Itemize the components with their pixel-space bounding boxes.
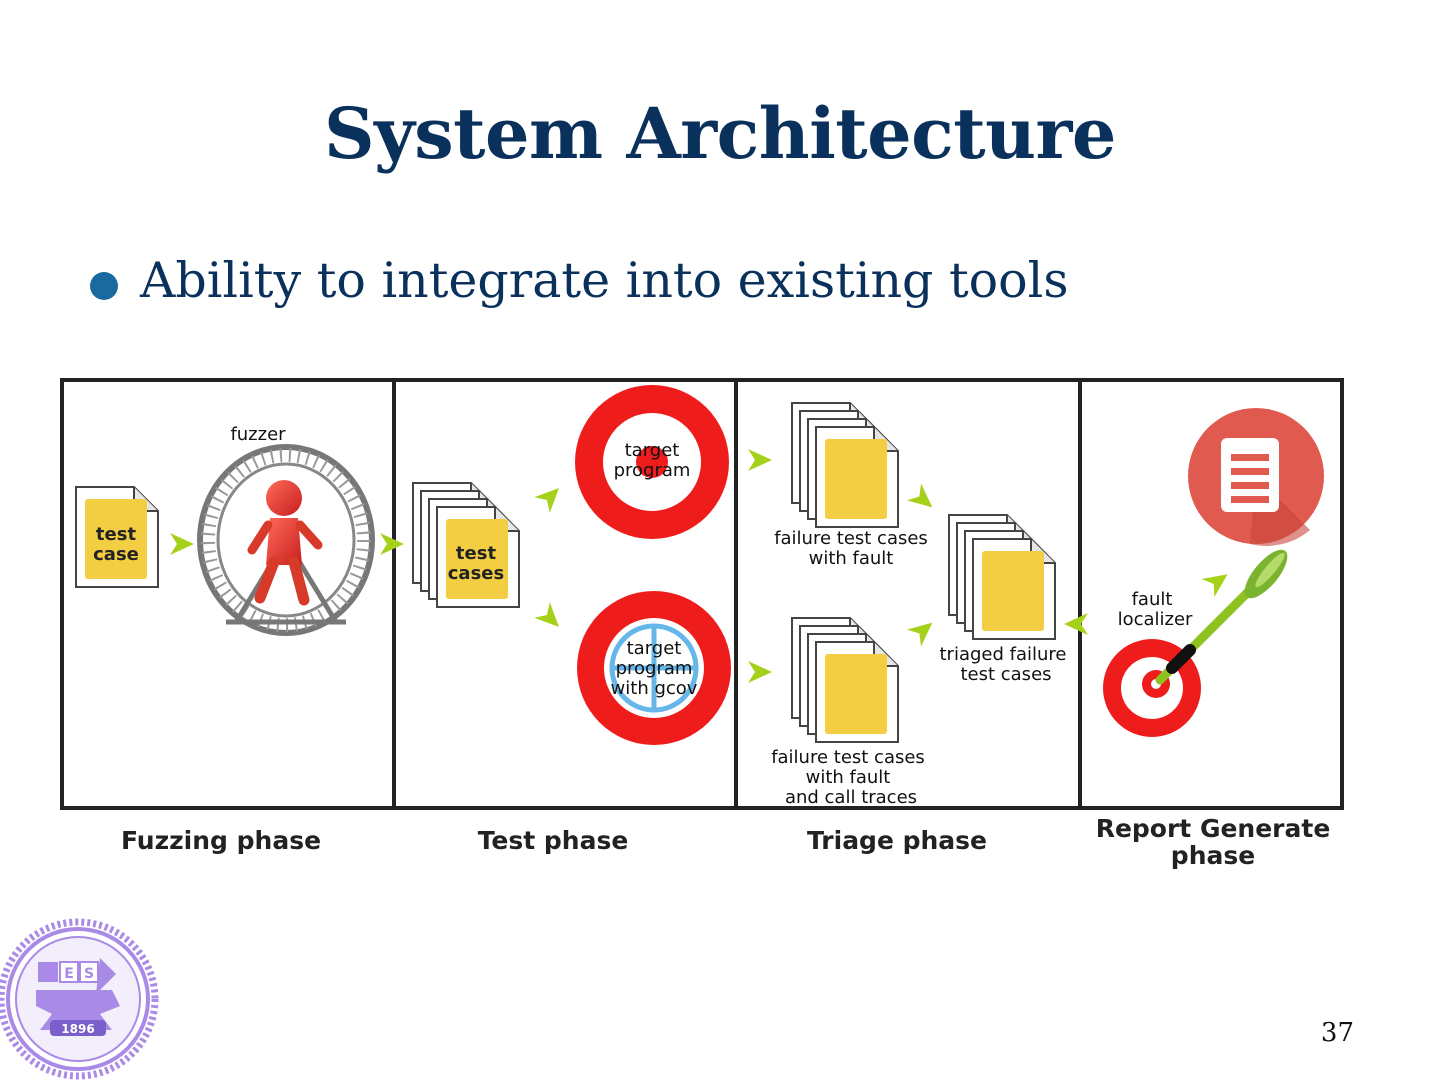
dart-target-icon bbox=[1103, 549, 1288, 737]
triage-phase-label: Triage phase bbox=[807, 826, 987, 855]
university-seal-logo: E S 1896 bbox=[0, 918, 159, 1080]
test-case-label-line1: test bbox=[96, 524, 137, 545]
failure-traces-label-line3: and call traces bbox=[785, 787, 917, 808]
architecture-diagram: test case fuzzer test cases target progr… bbox=[60, 378, 1344, 870]
report-phase-label-line2: phase bbox=[1171, 841, 1255, 870]
logo-letter-s: S bbox=[84, 966, 94, 982]
fuzzing-phase-label: Fuzzing phase bbox=[121, 826, 321, 855]
logo-letter-e: E bbox=[64, 966, 74, 982]
bullet-icon bbox=[90, 272, 118, 300]
target-program-label-line1: target bbox=[625, 440, 680, 461]
test-phase-label: Test phase bbox=[478, 826, 629, 855]
report-phase-label-line1: Report Generate bbox=[1096, 814, 1331, 843]
runner-figure-icon bbox=[247, 480, 323, 606]
failure-fault-label-line2: with fault bbox=[809, 548, 894, 569]
fault-localizer-label-line1: fault bbox=[1132, 589, 1173, 610]
test-cases-label-line1: test bbox=[456, 543, 497, 564]
gcov-label-line3: with gcov bbox=[611, 678, 698, 699]
failure-traces-label-line1: failure test cases bbox=[771, 747, 925, 768]
fault-localizer-label-line2: localizer bbox=[1118, 609, 1193, 630]
target-program-icon bbox=[575, 385, 729, 539]
fuzzer-label: fuzzer bbox=[230, 424, 286, 445]
target-program-gcov-icon bbox=[577, 591, 731, 745]
test-cases-label-line2: cases bbox=[448, 563, 504, 584]
gcov-label-line2: program bbox=[616, 658, 693, 679]
triaged-label-line2: test cases bbox=[960, 664, 1051, 685]
slide-title: System Architecture bbox=[324, 92, 1116, 175]
target-program-label-line2: program bbox=[614, 460, 691, 481]
bullet-text: Ability to integrate into existing tools bbox=[140, 252, 1069, 309]
failure-fault-label-line1: failure test cases bbox=[774, 528, 928, 549]
report-document-icon bbox=[1188, 408, 1324, 546]
triaged-label-line1: triaged failure bbox=[940, 644, 1067, 665]
logo-year: 1896 bbox=[61, 1022, 94, 1036]
gcov-label-line1: target bbox=[627, 638, 682, 659]
failure-traces-label-line2: with fault bbox=[806, 767, 891, 788]
page-number: 37 bbox=[1320, 1018, 1354, 1048]
test-case-label-line2: case bbox=[93, 544, 139, 565]
